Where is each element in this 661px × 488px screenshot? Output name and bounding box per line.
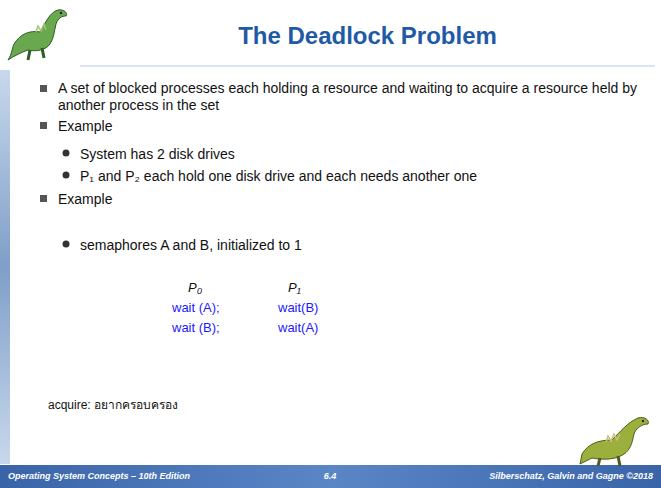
side-bar	[0, 70, 10, 464]
footer-text: Silberschatz, Galvin and Gagne ©2018	[425, 471, 653, 482]
bullet-text: Example	[58, 118, 358, 135]
bullet-text: A set of blocked processes each holding …	[58, 80, 648, 114]
footer-band	[0, 465, 661, 488]
process-name: P₁	[288, 280, 328, 296]
sub-bullet-text: P₁ and P₂ each hold one disk drive and e…	[80, 168, 640, 185]
slide-title: The Deadlock Problem	[80, 22, 655, 51]
dinosaur-icon	[580, 417, 648, 466]
code-line: wait(A)	[278, 320, 368, 336]
title-rule	[80, 66, 655, 67]
code-line: wait(B)	[278, 300, 368, 316]
bullet-text: Example	[58, 191, 358, 208]
code-line: wait (B);	[172, 320, 262, 336]
footer-text: 6.4	[300, 471, 360, 482]
dinosaur-icon	[8, 10, 67, 60]
bullet-marker	[40, 85, 47, 202]
code-line: wait (A);	[172, 300, 262, 316]
sub-bullet-text: semaphores A and B, initialized to 1	[80, 237, 640, 254]
process-name: P₀	[188, 280, 228, 296]
footer-text: Operating System Concepts – 10th Edition	[8, 471, 228, 482]
sub-bullet-text: System has 2 disk drives	[80, 146, 640, 163]
note-text: acquire: อยากครอบครอง	[48, 398, 348, 412]
